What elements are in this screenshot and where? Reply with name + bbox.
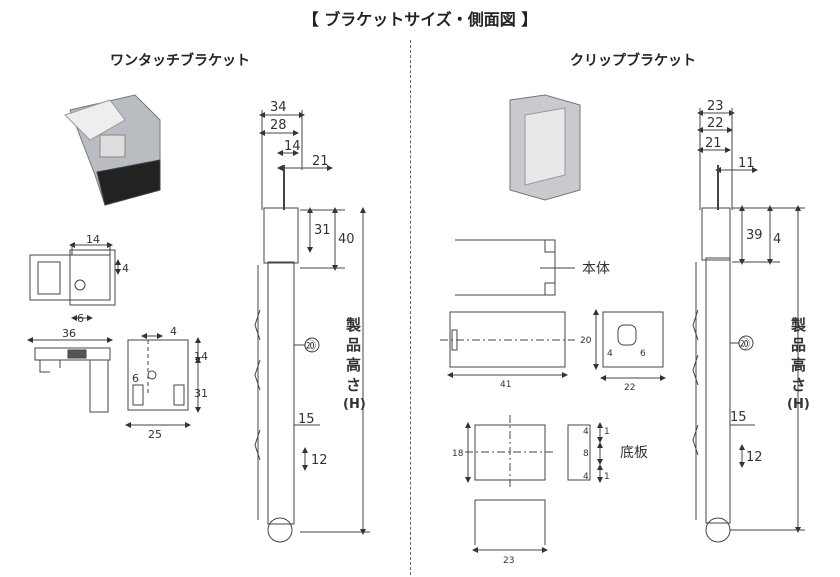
dim-22a: 22 (707, 116, 724, 131)
one-touch-tall-drawing (254, 110, 370, 543)
clip-body-plan-view (440, 309, 666, 381)
section-divider (410, 40, 411, 575)
dim-21: 21 (312, 154, 329, 169)
dim-20-right: ⑳ (738, 337, 750, 351)
clip-body-side-view (455, 239, 575, 296)
height-label-right-0: 製 (790, 316, 806, 334)
dim-23a: 23 (707, 99, 724, 114)
page-title: 【 ブラケットサイズ・側面図 】 (302, 10, 538, 29)
clip-base-plate-views (465, 415, 603, 553)
height-label-right-4: (H) (787, 397, 810, 412)
dim-4: 4 (773, 232, 781, 247)
dim-25: 25 (148, 428, 162, 441)
one-touch-front-view (125, 333, 201, 428)
dim-4c: 4 (583, 427, 589, 437)
height-label-right-1: 品 (791, 336, 806, 354)
dim-11: 11 (738, 156, 755, 171)
heading-one-touch-bracket: ワンタッチブラケット (110, 53, 250, 69)
height-label-right-2: 高 (791, 356, 806, 374)
dim-4b: 4 (607, 349, 613, 359)
dim-39: 39 (746, 228, 763, 243)
dim-1b: 1 (604, 472, 610, 482)
one-touch-bracket-photo (64, 94, 161, 206)
dim-1a: 1 (604, 427, 610, 437)
dim-34: 34 (270, 100, 287, 115)
label-body: 本体 (582, 261, 610, 277)
dim-6a: 6 (77, 312, 84, 325)
dim-23b: 23 (503, 556, 514, 566)
dim-6: 6 (640, 349, 646, 359)
dim-18: 18 (452, 449, 464, 459)
dim-4d: 4 (583, 472, 589, 482)
height-label-left-3: さ (346, 376, 361, 394)
dim-15-left: 15 (298, 412, 315, 427)
dim-22b: 22 (624, 383, 635, 393)
height-label-left-0: 製 (345, 316, 361, 334)
dim-6b: 6 (132, 372, 139, 385)
dim-31a: 31 (314, 223, 331, 238)
dim-21-right: 21 (705, 136, 722, 151)
label-base-plate: 底板 (620, 445, 648, 461)
height-label-left-2: 高 (346, 356, 361, 374)
dim-12-right: 12 (746, 450, 763, 465)
one-touch-side-view (27, 337, 113, 413)
height-label-right-3: さ (791, 376, 806, 394)
dim-14b: 14 (86, 233, 100, 246)
height-label-left-4: (H) (343, 397, 366, 412)
height-label-left-1: 品 (346, 336, 361, 354)
dim-4b: 4 (170, 325, 177, 338)
dim-12-left: 12 (311, 453, 328, 468)
dim-8: 8 (583, 449, 589, 459)
dim-15-right: 15 (730, 410, 747, 425)
one-touch-top-view (29, 242, 121, 321)
clip-tall-drawing (692, 108, 805, 543)
dim-20-left: ⑳ (304, 339, 316, 353)
dim-14c: 14 (194, 350, 208, 363)
dim-20a: 20 (580, 336, 592, 346)
dim-28: 28 (270, 118, 287, 133)
dim-14a: 14 (284, 139, 301, 154)
dim-40: 40 (338, 232, 355, 247)
dim-41: 41 (500, 380, 511, 390)
dim-4a: 4 (122, 262, 129, 275)
heading-clip-bracket: クリップブラケット (570, 53, 696, 69)
dim-31b: 31 (194, 387, 208, 400)
clip-bracket-photo (509, 94, 581, 201)
dim-36: 36 (62, 327, 76, 340)
